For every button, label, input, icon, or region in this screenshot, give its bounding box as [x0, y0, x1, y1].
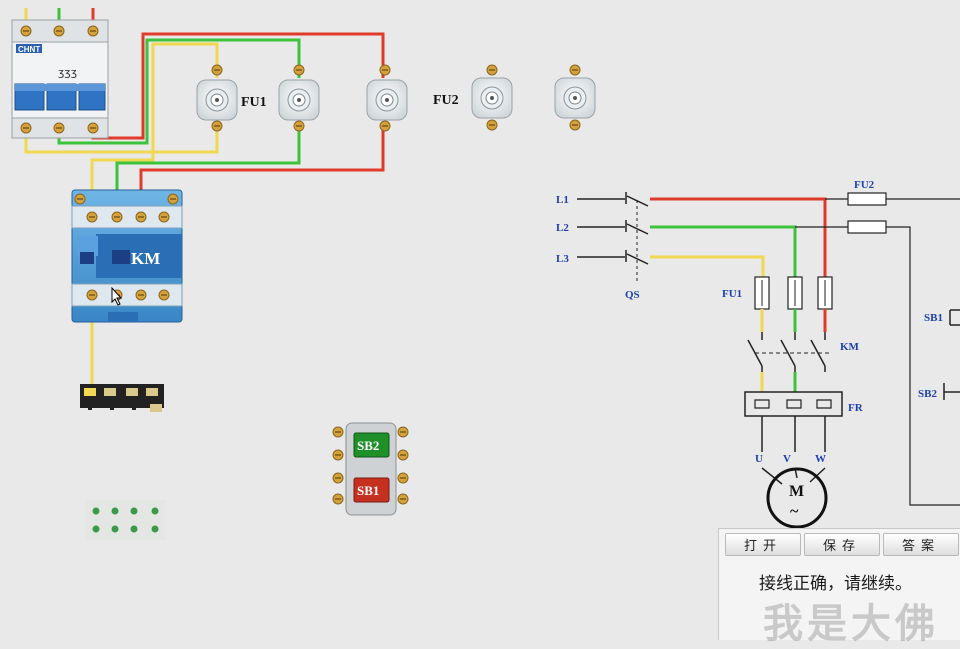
schematic-label-u: U	[755, 453, 763, 465]
watermark-text: 我是大佛	[763, 600, 939, 647]
circuit-breaker[interactable]: CHNT ʒʒʒ	[11, 19, 109, 139]
contactor-km[interactable]: KM	[71, 189, 183, 323]
km-block-label: KM	[131, 249, 160, 268]
svg-text:ʒʒʒ: ʒʒʒ	[58, 66, 77, 79]
fu1-top-label: FU1	[241, 95, 267, 110]
schematic-label-v: V	[783, 453, 791, 465]
schematic-label-l1: L1	[556, 194, 569, 206]
motor-ac-symbol: ~	[790, 503, 799, 520]
schematic-label-fu2: FU2	[854, 179, 875, 191]
schematic-label-fu1: FU1	[722, 288, 742, 300]
mouse-cursor-icon	[111, 286, 123, 306]
schematic-label-sb2: SB2	[918, 388, 937, 400]
schematic-label-l3: L3	[556, 253, 569, 265]
save-button[interactable]: 保存	[804, 533, 880, 556]
schematic-label-km: KM	[840, 341, 860, 353]
schematic-label-qs: QS	[625, 289, 640, 301]
schematic-diagram	[577, 192, 960, 529]
thermal-relay[interactable]	[80, 384, 164, 412]
fuse-fu1-l3[interactable]	[366, 64, 408, 132]
fuse-fu1-l1[interactable]	[196, 64, 238, 132]
schematic-label-w: W	[815, 453, 826, 465]
toolbar: 打开 保存 答案	[725, 533, 959, 556]
sb1-button[interactable]: SB1	[353, 477, 390, 503]
control-panel: 打开 保存 答案 我是大佛 接线正确，请继续。	[718, 528, 960, 647]
schematic-label-fr: FR	[848, 402, 864, 414]
answer-button[interactable]: 答案	[883, 533, 959, 556]
motor-terminal-block[interactable]	[85, 500, 165, 540]
fuse-fu1-l2[interactable]	[278, 64, 320, 132]
open-button[interactable]: 打开	[725, 533, 801, 556]
fuse-fu2-2[interactable]	[554, 64, 596, 131]
fuse-fu2-1[interactable]	[471, 64, 513, 131]
sb1-button-label: SB1	[357, 483, 379, 498]
sb2-button-label: SB2	[357, 438, 379, 453]
status-message: 接线正确，请继续。	[759, 574, 912, 594]
fu2-top-label: FU2	[433, 93, 459, 108]
schematic-label-sb1: SB1	[924, 312, 943, 324]
schematic-label-l2: L2	[556, 222, 569, 234]
breaker-brand-label: CHNT	[18, 45, 40, 54]
motor-label: M	[789, 483, 804, 500]
sb2-button[interactable]: SB2	[353, 432, 390, 458]
